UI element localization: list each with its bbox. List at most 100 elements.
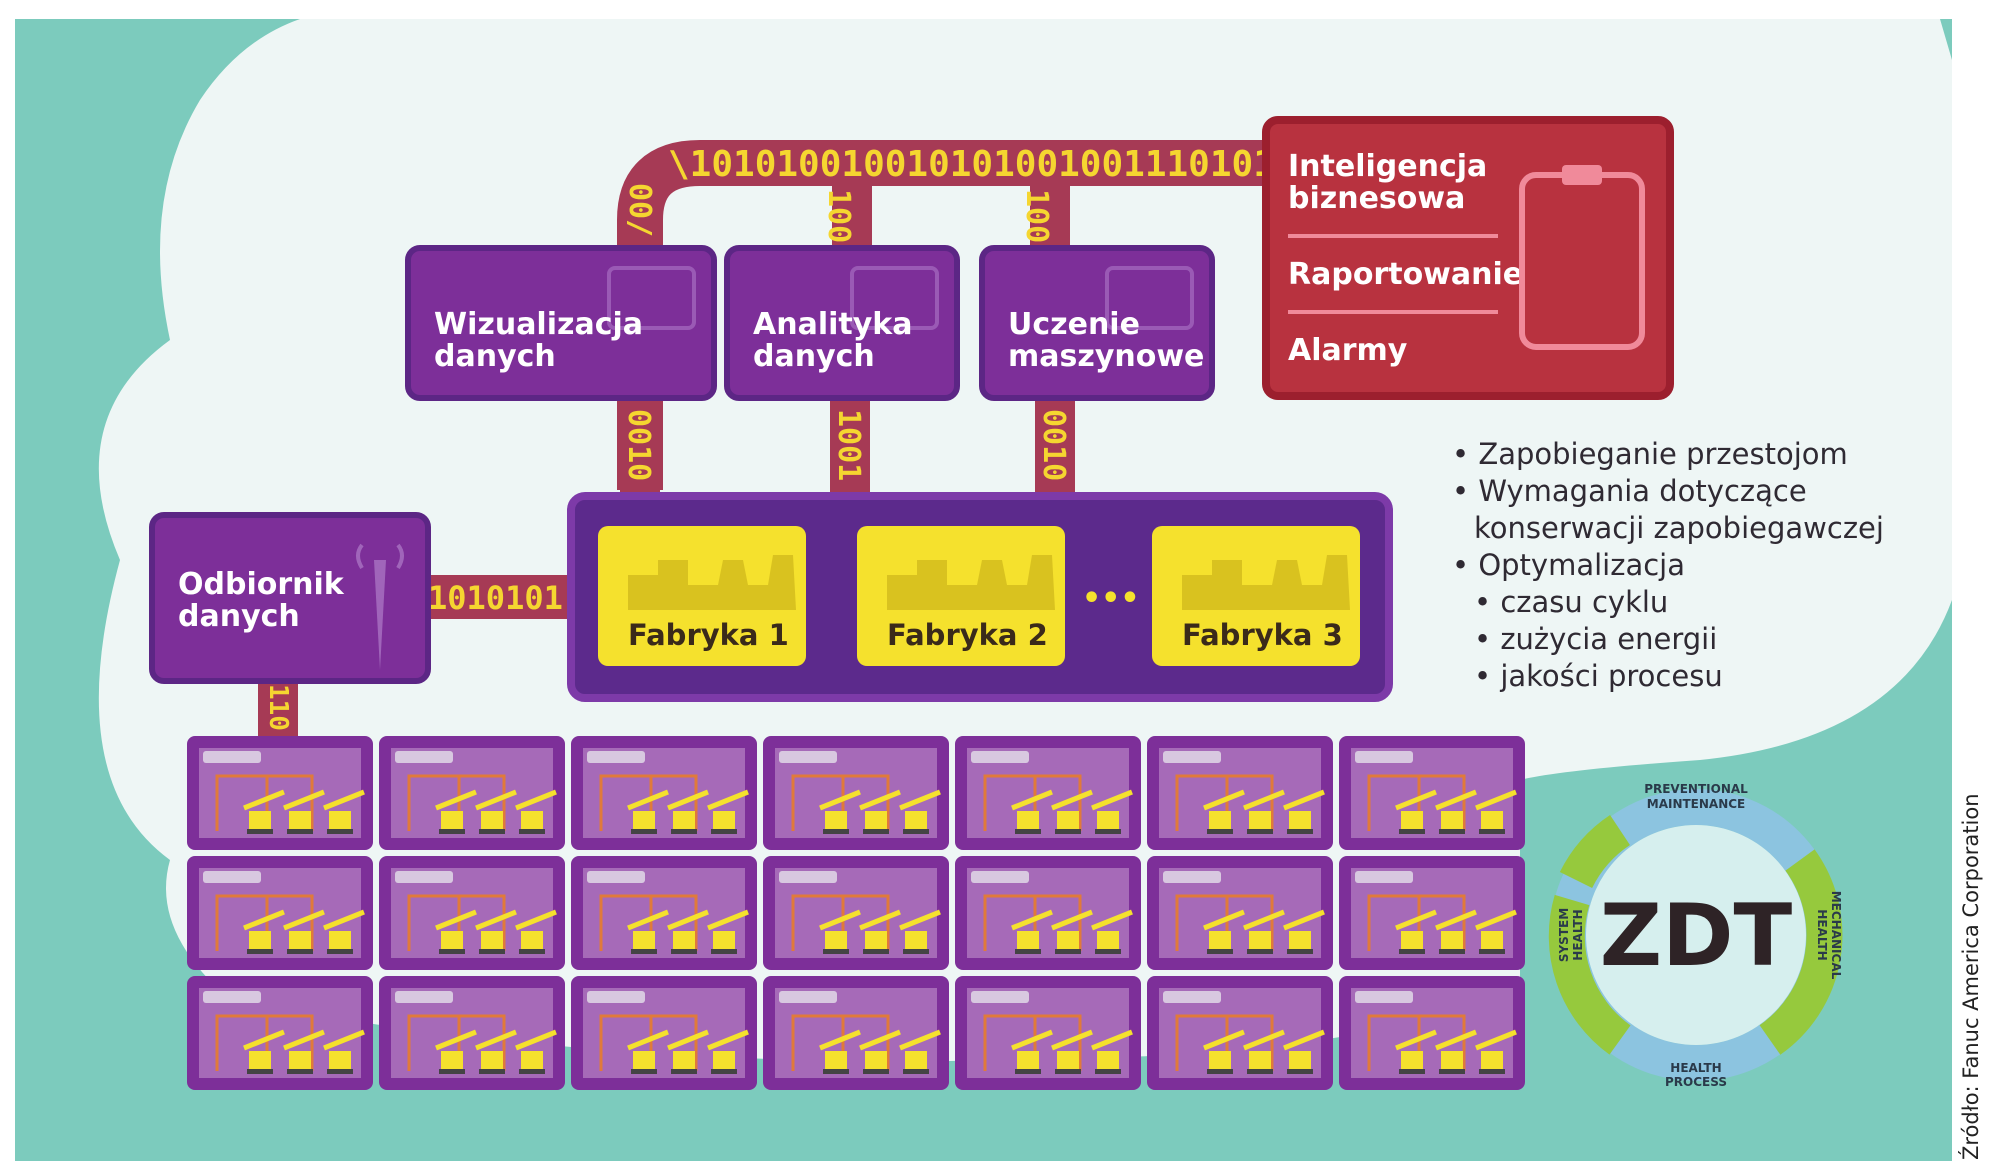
bi-item-alarms: Alarmy — [1288, 333, 1408, 368]
robot-arm-icon — [1203, 909, 1245, 954]
factory-icon — [887, 555, 1055, 610]
robot-arm-icon — [515, 789, 557, 834]
robot-cell-tile — [187, 736, 373, 850]
business-intelligence-panel: Inteligencja biznesowa Raportowanie Alar… — [1262, 116, 1674, 400]
module-title-line1: Analityka — [753, 307, 912, 342]
robot-cell-tile — [955, 856, 1141, 970]
benefit-item: • jakości procesu — [1474, 659, 1723, 693]
factory-ellipsis: ••• — [1082, 581, 1140, 616]
module-title-line2: maszynowe — [1008, 339, 1204, 374]
zdt-segment-label: SYSTEM — [1557, 908, 1571, 962]
robot-cell-tile — [1339, 856, 1525, 970]
factory-icon — [628, 555, 796, 610]
robot-arm-icon — [1011, 1029, 1053, 1074]
module-title-line1: Wizualizacja — [434, 307, 643, 342]
bi-item-reporting: Raportowanie — [1288, 257, 1523, 292]
robot-arm-icon — [1011, 789, 1053, 834]
zdt-segment-label: HEALTH — [1815, 909, 1829, 960]
robot-arm-icon — [515, 909, 557, 954]
factory-card: Fabryka 1 — [598, 526, 806, 666]
robot-arm-icon — [435, 1029, 477, 1074]
robot-arm-icon — [819, 789, 861, 834]
robot-arm-icon — [1243, 1029, 1285, 1074]
robot-cell-tile — [763, 856, 949, 970]
benefit-item: • Optymalizacja — [1452, 548, 1685, 582]
robot-cell-tile — [1339, 976, 1525, 1090]
robot-arm-icon — [707, 789, 749, 834]
factory-icon — [1182, 555, 1350, 610]
robot-cell-tile — [763, 736, 949, 850]
benefit-item: • czasu cyklu — [1474, 585, 1668, 619]
robot-cell-tile — [571, 976, 757, 1090]
robot-arm-icon — [1475, 909, 1517, 954]
robot-arm-icon — [1395, 789, 1437, 834]
robot-arm-icon — [1091, 909, 1133, 954]
binary-stream-top: \10101001001010100100111010100 — [668, 144, 1318, 185]
robot-arm-icon — [1283, 1029, 1325, 1074]
zdt-segment-label: PREVENTIONAL — [1644, 782, 1748, 796]
source-credit: Źródło: Fanuc America Corporation — [1958, 793, 1983, 1160]
robot-arm-icon — [859, 789, 901, 834]
robot-arm-icon — [1435, 789, 1477, 834]
antenna-icon — [356, 543, 404, 670]
robot-arm-icon — [899, 909, 941, 954]
receiver-title-line2: danych — [178, 599, 300, 634]
robot-cell-tile — [379, 856, 565, 970]
robot-arm-icon — [243, 789, 285, 834]
robot-arm-icon — [1283, 909, 1325, 954]
robot-arm-icon — [1203, 1029, 1245, 1074]
robot-cell-tile — [187, 856, 373, 970]
robot-cell-tile — [1147, 736, 1333, 850]
robot-arm-icon — [1203, 789, 1245, 834]
robot-arm-icon — [1051, 789, 1093, 834]
benefit-item: • zużycia energii — [1474, 622, 1717, 656]
module-title-line2: danych — [753, 339, 875, 374]
binary-stream: 110 — [263, 684, 293, 731]
robot-arm-icon — [435, 909, 477, 954]
robot-cell-tile — [1147, 976, 1333, 1090]
robot-arm-icon — [1435, 1029, 1477, 1074]
module-title-line2: danych — [434, 339, 556, 374]
robot-arm-icon — [899, 789, 941, 834]
zdt-segment-label: HEALTH — [1670, 1061, 1721, 1075]
zdt-label: ZDT — [1600, 886, 1793, 986]
robot-arm-icon — [899, 1029, 941, 1074]
robot-arm-icon — [323, 1029, 365, 1074]
robot-arm-icon — [1475, 1029, 1517, 1074]
robot-arm-icon — [283, 789, 325, 834]
monitor-icon — [850, 266, 939, 330]
factory-card: Fabryka 3 — [1152, 526, 1360, 666]
robot-arm-icon — [1051, 909, 1093, 954]
robot-cell-tile — [955, 976, 1141, 1090]
zdt-segment-label: HEALTH — [1571, 909, 1585, 960]
data-receiver-box: Odbiornik danych — [149, 512, 431, 684]
binary-stream: 00/ — [622, 183, 657, 237]
robot-cell-tile — [763, 976, 949, 1090]
robot-arm-icon — [1091, 789, 1133, 834]
binary-stream: 0010 — [1036, 409, 1071, 481]
robot-arm-icon — [667, 1029, 709, 1074]
robot-arm-icon — [819, 1029, 861, 1074]
robot-arm-icon — [283, 1029, 325, 1074]
robot-arm-icon — [1243, 909, 1285, 954]
robot-arm-icon — [243, 1029, 285, 1074]
robot-arm-icon — [1395, 1029, 1437, 1074]
robot-arm-icon — [707, 909, 749, 954]
robot-arm-icon — [859, 1029, 901, 1074]
benefits-list: • Zapobieganie przestojom• Wymagania dot… — [1452, 437, 1884, 693]
robot-cell-tile — [571, 856, 757, 970]
binary-stream: 0010 — [621, 409, 656, 481]
robot-arm-icon — [435, 789, 477, 834]
robot-arm-icon — [1091, 1029, 1133, 1074]
robot-arm-icon — [515, 1029, 557, 1074]
robot-cell-tile — [955, 736, 1141, 850]
robot-arm-icon — [859, 909, 901, 954]
robot-arm-icon — [323, 789, 365, 834]
robot-cell-tile — [379, 736, 565, 850]
data-pipe-top: \10101001001010100100111010100 00/ 100 1… — [258, 140, 1318, 740]
receiver-title-line1: Odbiornik — [178, 567, 345, 602]
